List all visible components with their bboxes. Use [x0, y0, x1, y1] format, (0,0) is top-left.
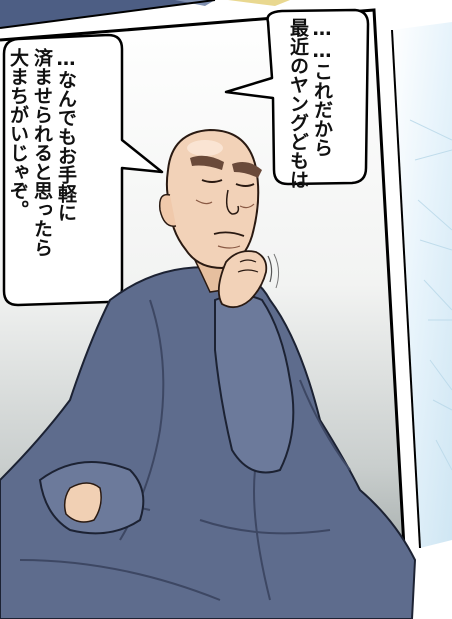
top-left-panel-fragment	[0, 0, 216, 29]
monk-character	[0, 128, 417, 619]
right-side-panel-fragment	[391, 22, 452, 549]
bubble-right-line-2: 最近のヤングどもは	[287, 18, 309, 189]
speech-bubble-right	[224, 8, 370, 186]
bubble-left-line-3: 大まちがいじゃぞ。	[7, 48, 29, 219]
bubble-right-line-1: ……これだから	[311, 18, 333, 157]
speech-bubble-left-text: …なんでもお手軽に済ませられると思ったら大まちがいじゃぞ。	[6, 48, 78, 257]
top-right-panel-fragment	[228, 0, 290, 6]
speech-bubble-left	[2, 33, 164, 307]
bubble-left-line-2: 済ませられると思ったら	[31, 48, 53, 257]
bubble-left-line-1: …なんでもお手軽に	[55, 48, 77, 222]
speech-bubble-right-text: ……これだから最近のヤングどもは	[286, 18, 334, 189]
